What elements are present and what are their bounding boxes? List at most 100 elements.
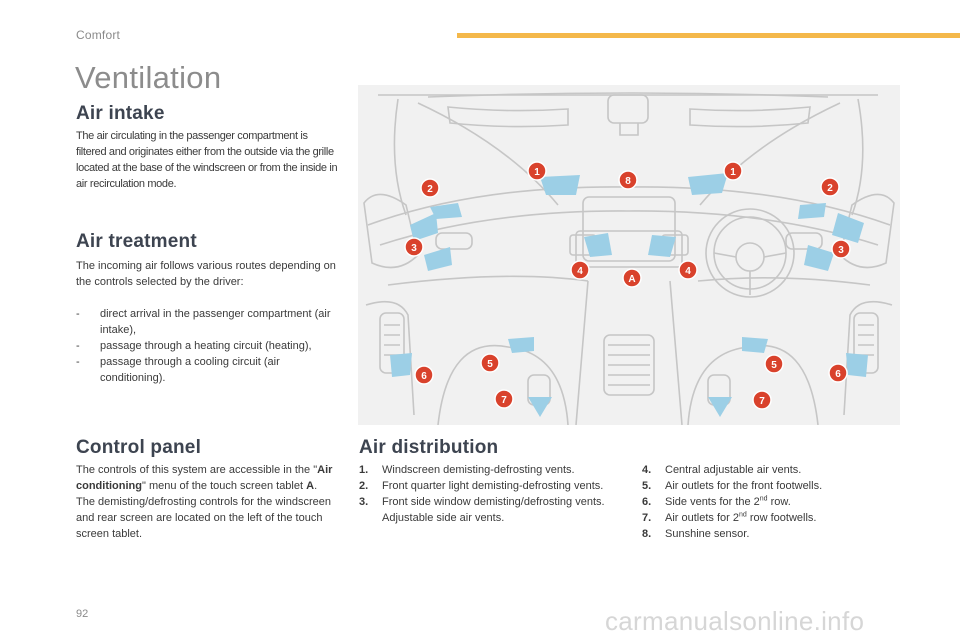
- marker-label: 1: [534, 167, 540, 178]
- air-intake-text: The air circulating in the passenger com…: [76, 130, 338, 190]
- marker-label: 2: [827, 183, 833, 194]
- item-text: Windscreen demisting-defrosting vents.: [382, 464, 575, 476]
- diagram-markers: 1 1 2 2 3 3 4 4 5 5 6 6 7 7 8 A: [404, 161, 851, 410]
- arrow-quarter-left: [430, 203, 462, 219]
- ordinal-suffix: nd: [738, 511, 747, 519]
- marker-8: 8: [618, 170, 638, 190]
- arrow-rear-vent-right: [846, 353, 868, 377]
- item-text: Front quarter light demisting-defrosting…: [382, 480, 604, 492]
- arrow-side-left: [410, 213, 438, 241]
- list-item: 7.Air outlets for 2nd row footwells.: [642, 510, 882, 526]
- list-item: 1. Windscreen demisting-defrosting vents.: [359, 462, 605, 478]
- distribution-list-right: 4. Central adjustable air vents. 5. Air ou…: [642, 462, 882, 542]
- page-title: Ventilation: [75, 60, 222, 95]
- page-number: 92: [76, 608, 89, 620]
- header-accent-bar: [457, 33, 960, 38]
- item-number: 5.: [642, 480, 652, 492]
- arrow-windscreen-right: [688, 173, 728, 195]
- control-panel-text: The controls of this system are accessib…: [76, 462, 344, 542]
- list-item: passage through a cooling circuit (air c…: [76, 354, 344, 386]
- marker-label: 2: [427, 184, 433, 195]
- marker-label: 4: [685, 266, 691, 277]
- list-item: 2. Front quarter light demisting-defrosti…: [359, 478, 605, 494]
- marker-5-right: 5: [764, 354, 784, 374]
- arrow-footwell-left: [508, 337, 534, 353]
- item-number: 8.: [642, 528, 652, 540]
- item-text: row footwells.: [746, 512, 817, 524]
- air-treatment-list: direct arrival in the passenger compartm…: [76, 306, 344, 386]
- arrow-centre-left: [584, 233, 612, 257]
- item-number: 6.: [642, 496, 652, 508]
- airflow-arrows: [390, 173, 868, 417]
- list-item: 5. Air outlets for the front footwells.: [642, 478, 882, 494]
- menu-name: Air conditioning: [76, 464, 333, 492]
- item-number: 3.: [359, 496, 369, 508]
- marker-1-left: 1: [527, 161, 547, 181]
- arrow-rear-vent-left: [390, 353, 412, 377]
- arrow-quarter-right: [798, 203, 826, 219]
- list-item: 4. Central adjustable air vents.: [642, 462, 882, 478]
- control-panel-heading: Control panel: [76, 437, 202, 458]
- air-distribution-heading: Air distribution: [359, 437, 499, 458]
- marker-label: 7: [501, 395, 507, 406]
- interior-outline: [363, 92, 895, 425]
- list-item: 6. Side vents for the 2nd row.: [642, 494, 882, 510]
- ordinal-suffix: nd: [759, 495, 768, 503]
- arrow-side-vent-left: [424, 247, 452, 271]
- marker-label: 3: [838, 245, 844, 256]
- item-number: 2.: [359, 480, 369, 492]
- item-text: Sunshine sensor.: [665, 528, 750, 540]
- marker-label: A: [628, 274, 635, 285]
- marker-3-right: 3: [831, 239, 851, 259]
- marker-4-right: 4: [678, 260, 698, 280]
- air-treatment-intro: The incoming air follows various routes …: [76, 260, 336, 288]
- marker-2-left: 2: [420, 178, 440, 198]
- marker-label: 5: [487, 359, 493, 370]
- marker-7-left: 7: [494, 389, 514, 409]
- marker-4-left: 4: [570, 260, 590, 280]
- control-text-part: " menu of the touch screen tablet: [141, 480, 307, 492]
- watermark: carmanualsonline.info: [605, 606, 865, 636]
- air-intake-heading: Air intake: [76, 103, 165, 124]
- list-item: 8. Sunshine sensor.: [642, 526, 882, 542]
- list-item: 3. Front side window demisting/defrosting…: [359, 494, 605, 526]
- marker-7-right: 7: [752, 390, 772, 410]
- arrow-centre-right: [648, 235, 676, 257]
- ventilation-diagram: 1 1 2 2 3 3 4 4 5 5 6 6 7 7 8 A: [358, 85, 900, 425]
- arrow-rear-footwell-left: [528, 397, 552, 417]
- item-extra-text: Adjustable side air vents.: [382, 512, 505, 524]
- item-text: Air outlets for the front footwells.: [665, 480, 823, 492]
- arrow-windscreen-left: [540, 175, 580, 195]
- item-text: Air outlets for 2: [665, 512, 739, 524]
- marker-label: 6: [421, 371, 427, 382]
- car-interior-drawing: 1 1 2 2 3 3 4 4 5 5 6 6 7 7 8 A: [363, 92, 895, 425]
- marker-3-left: 3: [404, 237, 424, 257]
- arrow-side-right: [832, 213, 864, 243]
- item-text: row.: [767, 496, 791, 508]
- control-text-part: .: [314, 480, 318, 492]
- item-text: Central adjustable air vents.: [665, 464, 802, 476]
- arrow-rear-footwell-right: [708, 397, 732, 417]
- tablet-letter: A: [306, 480, 315, 492]
- marker-label: 8: [625, 176, 631, 187]
- item-number: 4.: [642, 464, 652, 476]
- arrow-footwell-right: [742, 337, 768, 353]
- control-text-part: The controls of this system are accessib…: [76, 464, 318, 476]
- item-text: Front side window demisting/defrosting v…: [382, 496, 605, 508]
- distribution-list-left: 1. Windscreen demisting-defrosting vents.…: [359, 462, 605, 526]
- item-number: 1.: [359, 464, 369, 476]
- marker-2-right: 2: [820, 177, 840, 197]
- marker-label: 4: [577, 266, 583, 277]
- control-text-demisting: The demisting/defrosting controls for th…: [76, 496, 331, 540]
- item-text: Side vents for the 2: [665, 496, 760, 508]
- arrow-side-vent-right: [804, 245, 834, 271]
- marker-6-left: 6: [414, 365, 434, 385]
- marker-6-right: 6: [828, 363, 848, 383]
- list-item: direct arrival in the passenger compartm…: [76, 306, 344, 338]
- marker-5-left: 5: [480, 353, 500, 373]
- marker-label: 5: [771, 360, 777, 371]
- section-header: Comfort: [76, 28, 121, 42]
- list-item: passage through a heating circuit (heati…: [76, 338, 344, 354]
- marker-a: A: [622, 268, 642, 288]
- marker-1-right: 1: [723, 161, 743, 181]
